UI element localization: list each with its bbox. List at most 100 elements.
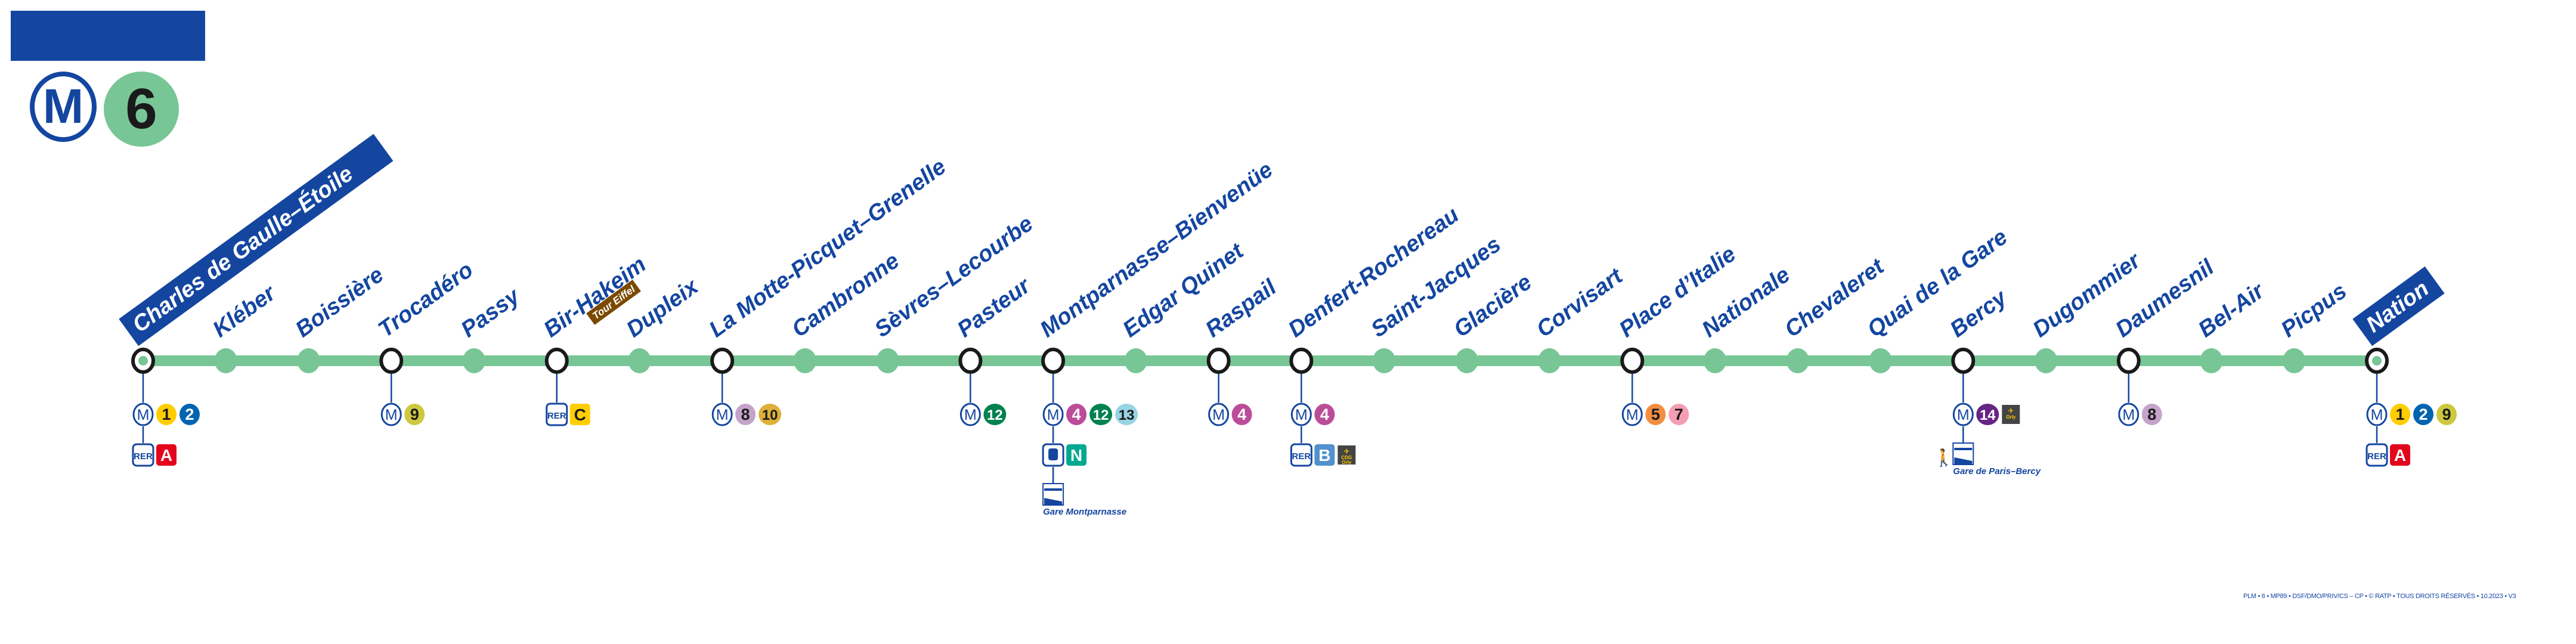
station-dot [628,348,651,373]
transilien-n-badge-letter: N [1070,446,1082,465]
metro-icon-letter: M [2122,407,2135,423]
metro-icon [959,402,981,426]
metro-icon-letter: M [716,407,729,423]
interchange-station-dot [379,348,404,374]
title-banner [11,11,205,61]
station-dot [462,348,485,373]
line-identity: M 6 [30,72,179,147]
mainline-station-name: Gare Montparnasse [1043,507,1126,517]
station-dot [2035,348,2058,373]
interchange-station-dot [1206,348,1231,374]
metro-line-5-badge [1645,404,1666,425]
interchange-station-dot [1041,348,1066,374]
station-label-group: Bercy [1946,284,2012,342]
metro-line-14-number: 14 [1980,407,1996,423]
rer-icon-text: RER [2367,451,2386,462]
station-dot [2283,348,2306,373]
metro-line-2-badge [2413,404,2433,425]
metro-icon [1952,402,1974,426]
metro-line-9-number: 9 [2442,405,2451,423]
airport-name: Orly [1342,460,1352,465]
rer-c-badge [569,404,590,425]
metro-line-12-badge [983,404,1007,425]
station-dot [1869,348,1892,373]
metro-icon-letter: M [1047,407,1060,423]
plane-icon: ✈ [2008,407,2014,415]
station-dot [876,348,899,373]
metro-icon [1621,402,1643,426]
metro-line-8-number: 8 [741,405,750,423]
metro-line-10-number: 10 [762,407,778,423]
metro-icon-letter: M [2371,407,2383,423]
metro-line-9-badge [404,404,425,425]
metro-icon-letter: M [137,407,150,423]
metro-icon [2366,402,2388,426]
metro-icon [711,402,733,426]
metro-icon [1290,402,1312,426]
airport-icon [1337,445,1356,465]
metro-icon [1042,402,1064,426]
terminus-box [2352,266,2445,346]
station-dot [1455,348,1478,373]
metro-icon-letter: M [1212,407,1225,423]
station-label-group: Corvisart [1532,263,1628,342]
station-name: Passy [457,283,525,343]
station-name: Boissière [291,262,388,343]
rer-b-badge [1314,444,1335,466]
metro-line-4-badge [1314,404,1335,425]
station-name: Bercy [1946,284,2012,342]
station-dot [214,348,237,373]
airport-name: Orly [2006,414,2016,420]
metro-line-12-number: 12 [987,407,1003,423]
station-dot [2200,348,2223,373]
station-name: Bel-Air [2194,278,2270,343]
rer-icon-text: RER [547,411,566,421]
metro-line-2-badge [179,404,200,425]
train-station-glyph [1044,488,1063,505]
station-label-group: Quai de la Gare [1863,224,2012,342]
station-label-group: Nation [2352,266,2445,346]
rer-c-badge-letter: C [574,405,586,424]
metro-icon [132,402,154,426]
metro-line-1-number: 1 [2395,405,2404,423]
metro-line-5-number: 5 [1651,405,1660,423]
metro-line-1-number: 1 [162,405,171,423]
station-name: Raspail [1201,274,1281,342]
metro-line-1-badge [2390,404,2410,425]
station-name: Corvisart [1532,263,1628,342]
train-icon-body [1048,448,1058,460]
terminus-inner-dot [138,356,148,366]
metro-logo-icon: M [30,72,97,142]
rer-b-badge-letter: B [1318,446,1330,465]
plane-icon: ✈ [1343,447,1349,456]
station-dot [1704,348,1727,373]
metro-line-4-number: 4 [1320,405,1329,423]
rer-a-badge [156,444,177,466]
rer-a-badge-letter: A [2394,446,2406,465]
station-dot [297,348,320,373]
metro-line-4-badge [1066,404,1087,425]
metro-icon-letter: M [385,407,398,423]
metro-line-9-badge [2436,404,2457,425]
terminus-inner-dot [2372,356,2382,366]
metro-line-1-badge [156,404,177,425]
metro-icon [2118,402,2140,426]
rer-icon [132,443,154,467]
line-number-badge: 6 [104,72,179,147]
metro-line-4-badge [1231,404,1252,425]
rer-icon-text: RER [1292,451,1311,462]
station-dot [1786,348,1809,373]
metro-line-9-number: 9 [410,405,419,423]
interchange-station-dot [1289,348,1314,374]
copyright-footer: PLM • 6 • MP89 • DSF/DMO/PRIV/CS – CP • … [2243,593,2516,600]
metro-line-4-number: 4 [1072,405,1081,423]
